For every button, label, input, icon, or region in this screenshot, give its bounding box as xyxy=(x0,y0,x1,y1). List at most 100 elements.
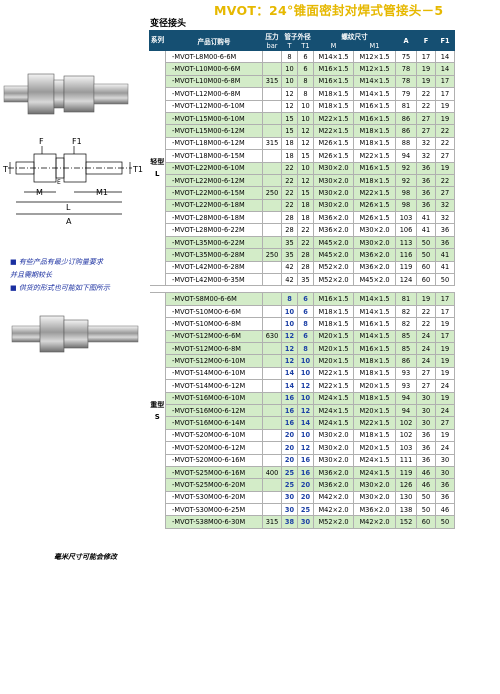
thread-M1-cell: M30×2.0 xyxy=(353,235,396,250)
tube-T1-cell: 10 xyxy=(297,161,314,175)
dim-F-cell: 60 xyxy=(416,273,436,287)
tube-T1-cell: 10 xyxy=(297,111,314,126)
thread-M1-cell: M18×1.5 xyxy=(353,136,396,151)
thread-M1-cell: M12×1.5 xyxy=(353,62,396,76)
dim-F1-cell: 46 xyxy=(435,503,455,517)
pressure-cell xyxy=(262,490,282,505)
dim-F1-cell: 36 xyxy=(435,235,455,250)
thread-M1-cell: M24×1.5 xyxy=(353,453,396,467)
header-A: A xyxy=(395,30,417,51)
dim-F1-cell: 27 xyxy=(435,416,455,430)
dim-A-cell: 94 xyxy=(395,391,417,405)
thread-M-cell: M16×1.5 xyxy=(313,62,354,76)
thread-M-cell: M26×1.5 xyxy=(313,149,354,163)
tube-T1-cell: 10 xyxy=(297,391,314,405)
tube-T1-cell: 20 xyxy=(297,478,314,492)
tube-T-cell: 18 xyxy=(281,136,298,151)
header-T1: T1 xyxy=(297,41,314,51)
dim-F1-cell: 41 xyxy=(435,248,455,262)
dim-F1-cell: 19 xyxy=(435,111,455,126)
series-label-S: 重型S xyxy=(149,292,166,529)
part-number-cell: -MVOT-S30M00-6-25M xyxy=(165,503,263,517)
part-number-cell: -MVOT-S10M00-6-8M xyxy=(165,317,263,331)
tube-T-cell: 35 xyxy=(281,248,298,262)
dim-F1-cell: 30 xyxy=(435,453,455,467)
thread-M-cell: M18×1.5 xyxy=(313,317,354,331)
dim-A-cell: 98 xyxy=(395,198,417,213)
note-2: 并且需期较长 xyxy=(10,271,52,279)
dim-F1-cell: 19 xyxy=(435,341,455,356)
dim-A-cell: 75 xyxy=(395,49,417,64)
tube-T-cell: 25 xyxy=(281,478,298,492)
dim-F-cell: 36 xyxy=(416,186,436,200)
thread-M-cell: M30×2.0 xyxy=(313,161,354,175)
header-pressure-unit: bar xyxy=(262,41,282,51)
tube-T1-cell: 12 xyxy=(297,173,314,188)
tube-T-cell: 10 xyxy=(281,74,298,89)
tube-T-cell: 12 xyxy=(281,99,298,113)
dim-F-cell: 22 xyxy=(416,317,436,331)
label-L: L xyxy=(66,203,71,212)
thread-M-cell: M22×1.5 xyxy=(313,111,354,126)
tube-T-cell: 30 xyxy=(281,490,298,505)
thread-M-cell: M24×1.5 xyxy=(313,416,354,430)
pressure-cell xyxy=(262,304,282,319)
header-M: M xyxy=(313,41,354,51)
pressure-cell: 315 xyxy=(262,74,282,89)
dim-F1-cell: 41 xyxy=(435,260,455,275)
pressure-cell xyxy=(262,379,282,393)
dim-A-cell: 124 xyxy=(395,273,417,287)
tube-T1-cell: 25 xyxy=(297,503,314,517)
dim-F-cell: 36 xyxy=(416,173,436,188)
thread-M-cell: M18×1.5 xyxy=(313,87,354,101)
tube-T1-cell: 10 xyxy=(297,428,314,443)
footnote: 毫米尺寸可能会修改 xyxy=(54,553,117,561)
pressure-cell xyxy=(262,391,282,405)
thread-M1-cell: M18×1.5 xyxy=(353,366,396,381)
header-tube-od: 管子外径 xyxy=(281,30,314,42)
thread-M-cell: M14×1.5 xyxy=(313,49,354,64)
part-number-cell: -MVOT-L42M00-6-35M xyxy=(165,273,263,287)
part-number-cell: -MVOT-L12M00-6-10M xyxy=(165,99,263,113)
thread-M-cell: M22×1.5 xyxy=(313,379,354,393)
part-number-cell: -MVOT-S12M00-6-8M xyxy=(165,341,263,356)
pressure-cell xyxy=(262,161,282,175)
thread-M-cell: M20×1.5 xyxy=(313,354,354,368)
thread-M-cell: M18×1.5 xyxy=(313,99,354,113)
dim-F-cell: 36 xyxy=(416,441,436,455)
part-number-cell: -MVOT-S20M00-6-16M xyxy=(165,453,263,467)
dim-A-cell: 86 xyxy=(395,124,417,138)
thread-M1-cell: M22×1.5 xyxy=(353,186,396,200)
thread-M1-cell: M16×1.5 xyxy=(353,99,396,113)
thread-M-cell: M26×1.5 xyxy=(313,136,354,151)
thread-M-cell: M45×2.0 xyxy=(313,248,354,262)
tube-T-cell: 20 xyxy=(281,428,298,443)
tube-T1-cell: 35 xyxy=(297,273,314,287)
dim-F1-cell: 22 xyxy=(435,173,455,188)
part-number-cell: -MVOT-L22M00-6-12M xyxy=(165,173,263,188)
tube-T1-cell: 8 xyxy=(297,317,314,331)
notes: ■ 有些产品有最少订购量要求 并且需期较长 ■ 供货的形式也可能如下图所示 xyxy=(10,256,150,295)
dim-F-cell: 32 xyxy=(416,149,436,163)
dim-A-cell: 81 xyxy=(395,292,417,306)
dim-A-cell: 103 xyxy=(395,441,417,455)
tube-T1-cell: 18 xyxy=(297,211,314,225)
thread-M1-cell: M16×1.5 xyxy=(353,111,396,126)
dim-F-cell: 24 xyxy=(416,341,436,356)
spec-table: 系列 产品订购号 压力 管子外径 螺纹尺寸 A F F1 bar T T1 M … xyxy=(149,30,455,529)
dim-F-cell: 46 xyxy=(416,465,436,480)
thread-M1-cell: M30×2.0 xyxy=(353,478,396,492)
thread-M1-cell: M16×1.5 xyxy=(353,317,396,331)
dimension-drawing: F F1 T T1 E M M1 L A xyxy=(2,137,143,226)
part-number-cell: -MVOT-L22M00-6-10M xyxy=(165,161,263,175)
tube-T-cell: 12 xyxy=(281,87,298,101)
